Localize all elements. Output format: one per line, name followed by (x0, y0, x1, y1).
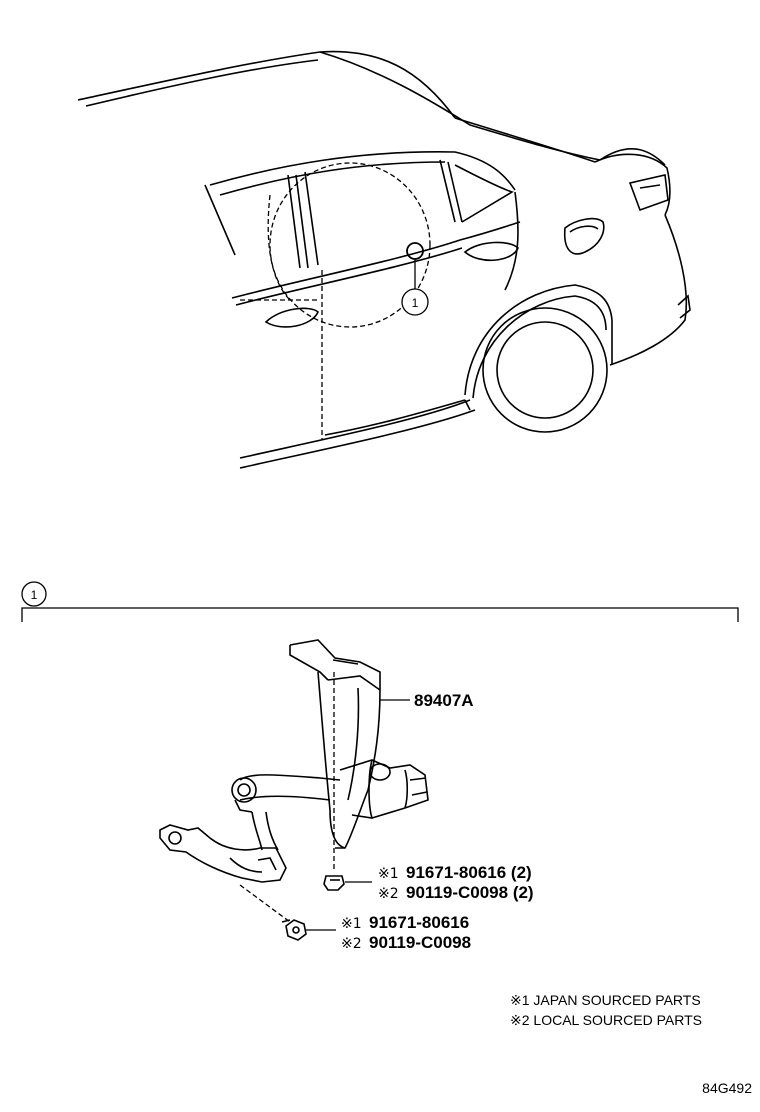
legend-local: ※2 LOCAL SOURCED PARTS (510, 1012, 702, 1028)
nut-japan-part: 91671-80616 (369, 913, 469, 932)
height-sensor-assembly (159, 639, 429, 883)
car-hidden-lines (240, 162, 431, 440)
detail-key-circle (21, 581, 47, 607)
nut-local-part: 90119-C0098 (369, 933, 471, 952)
nut-icon (281, 919, 307, 941)
legend-japan: ※1 JAPAN SOURCED PARTS (510, 992, 701, 1008)
nut-japan-marker: ※1 (341, 916, 362, 932)
bolt-japan-marker: ※1 (378, 866, 399, 882)
bolt-icon (323, 875, 345, 891)
car-illustration (77, 50, 691, 469)
bolt-local-part: 90119-C0098 (2) (406, 883, 534, 902)
bolt-japan-part: 91671-80616 (2) (406, 863, 532, 882)
car-callout-number: 1 (412, 296, 419, 310)
nut-local-marker: ※2 (341, 936, 362, 952)
detail-key-number: 1 (31, 588, 38, 602)
sensor-part-number: 89407A (414, 691, 474, 710)
assembly-hidden-lines (239, 672, 335, 923)
detail-bracket (21, 607, 739, 622)
diagram-code: 84G492 (702, 1080, 752, 1096)
bolt-local-marker: ※2 (378, 886, 399, 902)
car-callout-circle (401, 288, 429, 316)
